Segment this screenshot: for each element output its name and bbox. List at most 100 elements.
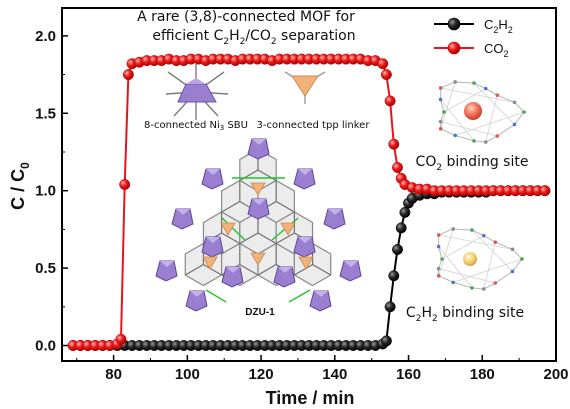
framework-green-link: [221, 217, 246, 241]
x-tick-label: 160: [396, 366, 421, 383]
cage-bond: [495, 271, 513, 284]
cage-bond: [485, 135, 498, 143]
c2h2-molecule: [463, 252, 477, 266]
cage-bond: [453, 281, 473, 289]
framework-sbu-facet: [344, 261, 358, 267]
cage-bond: [473, 82, 515, 125]
data-point: [384, 301, 396, 313]
cage-atom: [436, 266, 441, 271]
framework-linker-arm: [257, 169, 277, 182]
cage-atom: [436, 244, 441, 249]
co2-molecule: [464, 102, 482, 120]
cage-atom: [520, 257, 524, 261]
framework-linker: [220, 222, 236, 236]
cage-bond: [471, 229, 513, 272]
mof-name-label: DZU-1: [245, 307, 275, 318]
data-point: [395, 222, 407, 234]
cage-atom: [442, 110, 446, 114]
framework-linker-arm: [312, 263, 332, 276]
cage-bond: [483, 282, 496, 290]
framework-linker-arm: [221, 232, 241, 245]
framework-sbu-facet: [160, 261, 174, 267]
cage-bond: [455, 81, 475, 84]
cage-atom: [438, 86, 443, 90]
cage-atom: [438, 97, 443, 102]
cage-atom: [438, 119, 443, 124]
framework-linker: [202, 256, 218, 270]
data-point: [115, 333, 127, 345]
cage-atom: [481, 287, 486, 291]
cage-bond: [473, 82, 486, 90]
cage-bond: [440, 87, 515, 103]
cage-bond: [471, 287, 484, 290]
data-point: [388, 270, 400, 282]
cage-atom: [512, 122, 517, 127]
framework-sbu-facet: [226, 267, 240, 273]
data-point: [384, 95, 396, 107]
cage-bond: [514, 111, 525, 125]
tpp-linker-icon: [284, 71, 326, 104]
cage-bond: [440, 99, 445, 113]
cage-bond: [473, 140, 486, 143]
framework-sbu-facet: [206, 237, 220, 243]
headline-line-2: efficient C2H2/CO2 separation: [152, 28, 355, 47]
cage-bond: [485, 88, 498, 96]
data-point: [539, 185, 551, 197]
y-tick-label: 0.0: [35, 338, 56, 355]
cage-bond: [440, 128, 456, 136]
cage-bond: [512, 258, 523, 272]
framework-linker-arm: [294, 263, 313, 276]
y-tick-label: 2.0: [35, 28, 56, 45]
framework-linker-arm: [239, 263, 259, 276]
co2-binding-site-image: [438, 80, 526, 144]
cage-atom: [438, 127, 443, 131]
data-point: [399, 206, 411, 218]
legend-item-co2: CO2: [434, 41, 509, 59]
y-tick-label: 1.5: [35, 105, 56, 122]
x-tick-label: 200: [543, 366, 568, 383]
x-tick-label: 140: [322, 366, 347, 383]
cage-bond: [495, 241, 513, 250]
framework-linker-arm: [184, 263, 204, 276]
framework-linker-arm: [275, 232, 295, 245]
data-point: [380, 335, 392, 347]
x-axis-title: Time / min: [266, 388, 355, 408]
cage-bond: [485, 95, 498, 143]
framework-sbu-facet: [298, 237, 312, 243]
framework-linker: [250, 252, 266, 266]
framework-sbu-facet: [206, 169, 220, 175]
framework-linker: [250, 182, 266, 196]
cage-bond: [483, 235, 496, 243]
data-series: [67, 53, 551, 351]
data-point: [122, 69, 134, 81]
cage-atom: [510, 247, 515, 252]
y-axis-ticks: 0.00.51.01.52.0: [35, 28, 68, 355]
data-point: [377, 58, 389, 70]
cage-bond: [438, 275, 454, 283]
framework-sbu-facet: [176, 209, 190, 215]
cage-bond: [438, 246, 473, 289]
cage-atom: [493, 240, 498, 244]
framework-linker: [280, 222, 296, 236]
framework-sbu-facet: [252, 139, 266, 145]
framework-sbu-facet: [298, 169, 312, 175]
framework-sbu: [323, 208, 346, 230]
cage-bond: [441, 235, 484, 260]
cage-bond: [440, 81, 456, 129]
cage-atom: [472, 139, 476, 143]
framework-linker-arm: [257, 263, 277, 276]
sbu-label: 8-connected Ni3 SBU: [144, 120, 248, 132]
cage-atom: [495, 134, 500, 138]
framework-sbu: [273, 266, 296, 288]
svg-text:C / C0: C / C0: [8, 162, 32, 210]
cage-bond: [453, 228, 473, 231]
framework-sbu: [201, 168, 224, 190]
data-point: [392, 162, 403, 173]
cage-atom: [453, 80, 457, 84]
c2h2-binding-site-image: [436, 227, 524, 291]
framework-sbu: [185, 290, 208, 312]
legend: C2H2 CO2: [434, 17, 513, 59]
framework-sbu: [155, 260, 178, 282]
